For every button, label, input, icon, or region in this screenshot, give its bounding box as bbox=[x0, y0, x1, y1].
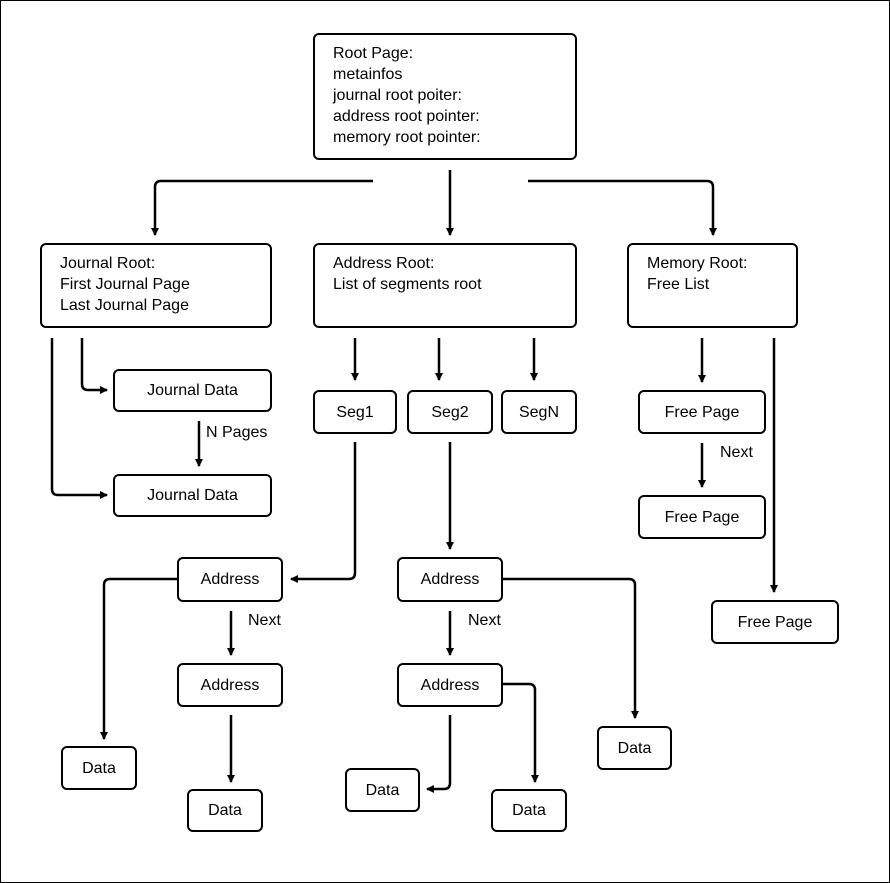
root-line-4: address root pointer: bbox=[333, 108, 480, 125]
free-page-box-3: Free Page bbox=[711, 600, 839, 644]
root-line-3: journal root poiter: bbox=[333, 87, 462, 104]
free-page-box-2: Free Page bbox=[638, 495, 766, 539]
root-page-box: Root Page: metainfos journal root poiter… bbox=[313, 33, 577, 160]
seg1-box: Seg1 bbox=[313, 390, 397, 434]
journal-root-box: Journal Root: First Journal Page Last Jo… bbox=[40, 243, 272, 328]
address-root-line-1: Address Root: bbox=[333, 255, 435, 272]
address-box-seg2-2: Address bbox=[397, 663, 503, 707]
arrow-root-to-journal bbox=[151, 179, 373, 236]
arrow-address-to-data-left bbox=[100, 577, 177, 740]
address-root-box: Address Root: List of segments root bbox=[313, 243, 577, 328]
data-box-seg1-2: Data bbox=[187, 789, 263, 832]
root-line-1: Root Page: bbox=[333, 45, 414, 62]
arrow-journal-to-data-2 bbox=[50, 338, 108, 499]
arrow-seg1-to-address bbox=[290, 442, 357, 583]
journal-data-box-2: Journal Data bbox=[113, 474, 272, 517]
address-root-line-2: List of segments root bbox=[333, 276, 482, 293]
next-label-seg1: Next bbox=[248, 612, 281, 629]
root-line-2: metainfos bbox=[333, 66, 403, 83]
address-box-seg2-1: Address bbox=[397, 557, 503, 602]
arrow-address-to-data-right bbox=[503, 577, 639, 719]
next-label-seg2: Next bbox=[468, 612, 501, 629]
free-page-box-1: Free Page bbox=[638, 390, 766, 434]
seg2-box: Seg2 bbox=[407, 390, 493, 434]
data-box-seg2-1: Data bbox=[345, 768, 420, 812]
next-label-memory: Next bbox=[720, 444, 753, 461]
journal-line-2: First Journal Page bbox=[60, 276, 190, 293]
root-line-5: memory root pointer: bbox=[333, 129, 481, 146]
data-box-seg1-1: Data bbox=[61, 746, 137, 790]
arrow-address2-to-data-a bbox=[426, 715, 452, 793]
journal-line-3: Last Journal Page bbox=[60, 297, 189, 314]
address-box-seg1-1: Address bbox=[177, 557, 283, 602]
arrow-journal-to-data-1 bbox=[80, 338, 108, 394]
journal-line-1: Journal Root: bbox=[60, 255, 156, 272]
memory-line-1: Memory Root: bbox=[647, 255, 748, 272]
memory-root-box: Memory Root: Free List bbox=[627, 243, 798, 328]
data-box-seg2-2: Data bbox=[491, 789, 567, 832]
memory-line-2: Free List bbox=[647, 276, 710, 293]
address-box-seg1-2: Address bbox=[177, 663, 283, 707]
journal-data-box-1: Journal Data bbox=[113, 369, 272, 412]
arrow-root-to-memory bbox=[528, 179, 717, 236]
arrow-address2-to-data-b bbox=[503, 682, 539, 783]
n-pages-label: N Pages bbox=[206, 424, 268, 441]
segn-box: SegN bbox=[501, 390, 577, 434]
data-box-seg2-3: Data bbox=[597, 726, 672, 770]
